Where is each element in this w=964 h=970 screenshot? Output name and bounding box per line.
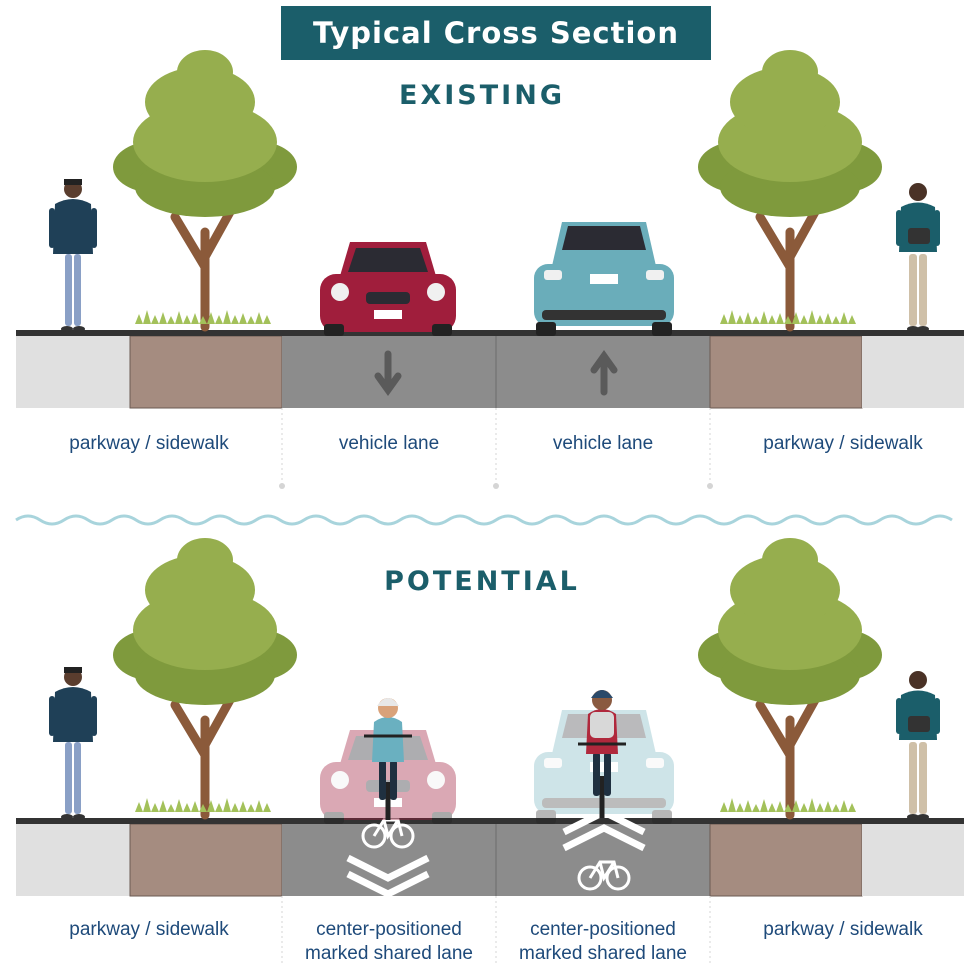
existing-parkway-left xyxy=(129,335,283,409)
potential-label-shared-lane-1: center-positioned marked shared lane xyxy=(282,918,496,966)
teal-car-icon xyxy=(534,222,674,336)
existing-sidewalk-right xyxy=(862,336,964,408)
tree-icon xyxy=(698,50,882,327)
arrow-down-icon xyxy=(374,350,402,397)
potential-label-parkway-right: parkway / sidewalk xyxy=(763,919,923,940)
red-car-icon xyxy=(320,242,456,336)
pedestrian-icon xyxy=(896,671,940,820)
pedestrian-icon xyxy=(49,667,97,820)
potential-parkway-left xyxy=(129,823,283,897)
label-line: center-positioned xyxy=(316,919,462,940)
potential-label-shared-lane-2: center-positioned marked shared lane xyxy=(496,918,710,966)
tree-icon xyxy=(698,538,882,815)
arrow-up-icon xyxy=(590,349,618,396)
existing-heading: EXISTING xyxy=(399,80,565,111)
existing-label-parkway-right: parkway / sidewalk xyxy=(763,433,923,454)
pedestrian-icon xyxy=(49,179,97,332)
existing-sidewalk-left xyxy=(16,336,130,408)
potential-heading: POTENTIAL xyxy=(384,566,580,597)
existing-parkway-right xyxy=(709,335,863,409)
label-line: marked shared lane xyxy=(519,943,687,964)
pedestrian-icon xyxy=(896,183,940,332)
potential-label-parkway-left: parkway / sidewalk xyxy=(69,919,229,940)
existing-label-vehicle-lane-1: vehicle lane xyxy=(338,433,440,454)
potential-sidewalk-right xyxy=(862,824,964,896)
tree-icon xyxy=(113,50,297,327)
tree-icon xyxy=(113,538,297,815)
wave-divider xyxy=(15,514,953,526)
label-line: marked shared lane xyxy=(305,943,473,964)
existing-label-vehicle-lane-2: vehicle lane xyxy=(552,433,654,454)
label-line: center-positioned xyxy=(530,919,676,940)
existing-label-parkway-left: parkway / sidewalk xyxy=(69,433,229,454)
potential-parkway-right xyxy=(709,823,863,897)
page-title: Typical Cross Section xyxy=(313,16,679,50)
potential-shared-lane-2 xyxy=(496,824,710,896)
title-banner: Typical Cross Section xyxy=(281,6,711,60)
potential-sidewalk-left xyxy=(16,824,130,896)
cyclist-icon xyxy=(578,690,626,818)
cyclist-icon xyxy=(364,698,412,820)
